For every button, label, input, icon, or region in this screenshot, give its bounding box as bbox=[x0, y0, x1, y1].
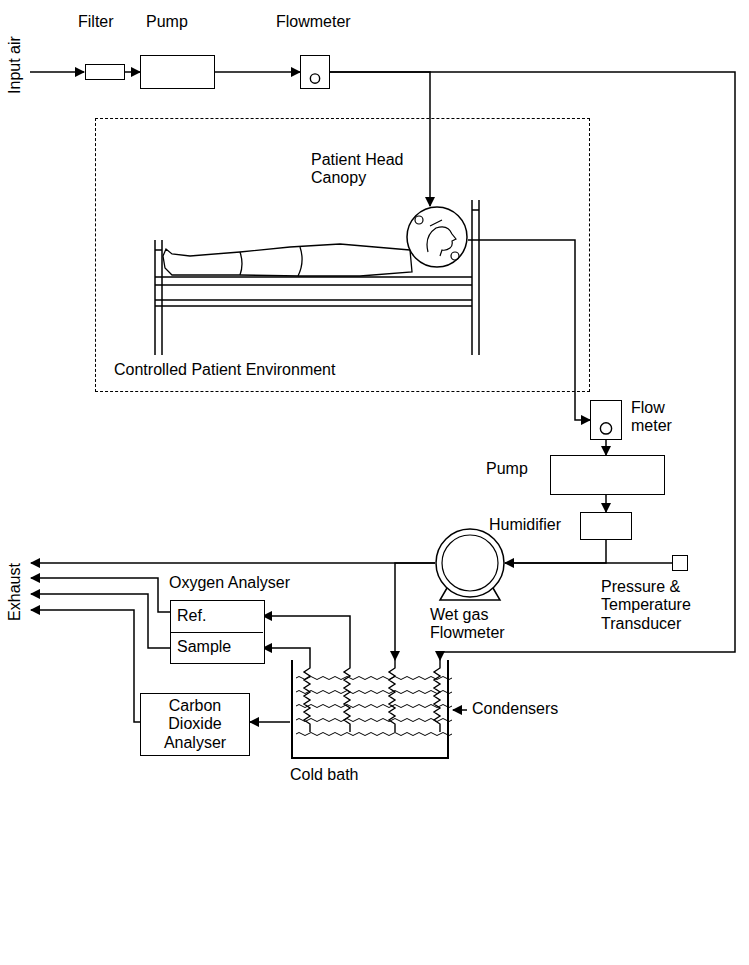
gas-line bbox=[215, 71, 300, 73]
flowmeter-box: Flowmeter bbox=[300, 55, 330, 89]
gas-line bbox=[505, 540, 606, 563]
gas-line bbox=[395, 563, 435, 660]
environment-region: Controlled Patient Environment Patient He… bbox=[95, 118, 590, 392]
node-label: Pressure & Temperature Transducer bbox=[601, 578, 711, 633]
pump-box: Pump bbox=[140, 55, 215, 89]
gas-line bbox=[125, 71, 140, 73]
node-label: Pump bbox=[486, 460, 528, 478]
wet-gas-flowmeter: Wet gas Flowmeter bbox=[435, 528, 505, 598]
node-label: Humidifier bbox=[489, 516, 561, 534]
drawing-circle bbox=[451, 252, 459, 260]
node-label: Ref. bbox=[177, 607, 206, 625]
node-label: Controlled Patient Environment bbox=[114, 361, 335, 379]
drawing-path bbox=[30, 71, 84, 73]
drawing-path bbox=[296, 677, 452, 736]
flow-label: Exhaust bbox=[6, 563, 24, 621]
drawing-path bbox=[453, 709, 467, 711]
gas-line bbox=[263, 616, 350, 660]
drawing-path bbox=[155, 240, 162, 355]
reference-cell: Ref. bbox=[171, 601, 263, 633]
flowmeter-box-outline bbox=[301, 56, 329, 88]
humidifier-box: Humidifier bbox=[580, 512, 632, 540]
filter-box: Filter bbox=[85, 64, 125, 80]
gas-line bbox=[605, 495, 607, 512]
flowmeter-box-outline bbox=[591, 401, 621, 439]
patient-figure bbox=[163, 244, 412, 276]
gas-line bbox=[250, 721, 290, 723]
node-label: Patient Head Canopy bbox=[311, 151, 411, 188]
drawing-path bbox=[31, 594, 170, 648]
drawing-path bbox=[292, 660, 448, 758]
head-canopy-outline bbox=[406, 206, 468, 268]
drawing-path bbox=[163, 244, 412, 276]
drawing-path bbox=[472, 200, 479, 355]
node-label: Wet gas Flowmeter bbox=[430, 606, 515, 643]
node-label: Sample bbox=[177, 638, 231, 656]
drawing-path bbox=[427, 227, 456, 256]
drawing-path bbox=[304, 660, 440, 732]
head-canopy: Patient Head Canopy bbox=[406, 206, 468, 268]
drawing-path bbox=[155, 277, 472, 285]
node-label: Pump bbox=[146, 13, 188, 31]
transducer-box: Pressure & Temperature Transducer bbox=[672, 555, 688, 571]
node-label: Condensers bbox=[472, 700, 558, 718]
drawing-circle bbox=[415, 216, 423, 224]
oxygen-analyser: Oxygen AnalyserRef.Sample bbox=[170, 600, 265, 664]
drawing-circle bbox=[442, 535, 498, 591]
node-label: Carbon Dioxide Analyser bbox=[150, 697, 240, 752]
drawing-path bbox=[31, 610, 140, 722]
node-label: Flow meter bbox=[631, 399, 686, 436]
flowmeter-box: Flow meter bbox=[590, 400, 622, 440]
drawing-circle bbox=[407, 207, 467, 267]
analyser-box: Carbon Dioxide Analyser bbox=[140, 693, 250, 756]
cold-bath-outline bbox=[290, 660, 450, 760]
wet-gas-flowmeter-outline bbox=[435, 528, 505, 598]
drawing-circle bbox=[600, 423, 611, 434]
gas-line bbox=[605, 440, 607, 455]
node-label: Oxygen Analyser bbox=[169, 574, 290, 592]
drawing-path bbox=[31, 578, 170, 612]
drawing-path bbox=[31, 562, 435, 564]
drawing-circle bbox=[436, 529, 504, 597]
drawing-circle bbox=[310, 74, 319, 83]
node-label: Filter bbox=[78, 13, 114, 31]
cold-bath: CondensersCold bath bbox=[290, 660, 450, 760]
node-label: Flowmeter bbox=[276, 13, 351, 31]
gas-line bbox=[263, 648, 310, 660]
drawing-path bbox=[240, 247, 302, 276]
sample-cell: Sample bbox=[171, 633, 263, 662]
pump-box: Pump bbox=[550, 455, 665, 495]
drawing-path bbox=[430, 220, 442, 226]
flow-label: Input air bbox=[6, 36, 24, 94]
gas-line bbox=[505, 562, 672, 564]
node-label: Cold bath bbox=[290, 766, 359, 784]
bed-drawing bbox=[155, 200, 479, 355]
gas-line bbox=[468, 240, 590, 420]
drawing-path bbox=[155, 300, 472, 306]
